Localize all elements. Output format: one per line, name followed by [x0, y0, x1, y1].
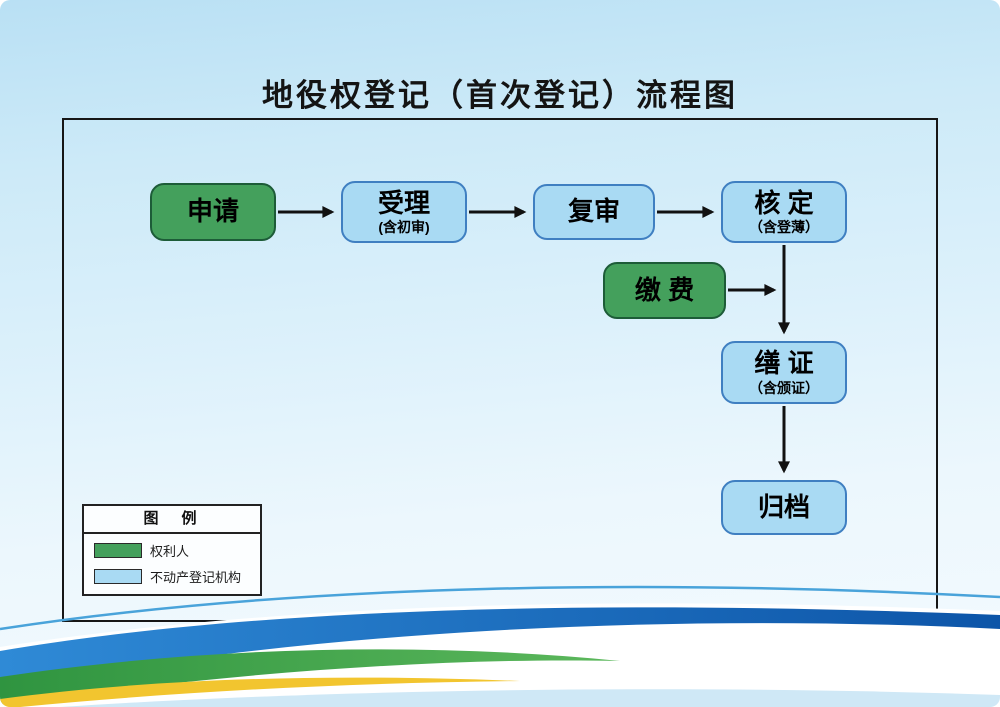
flow-node-pay: 缴 费 — [603, 262, 726, 319]
flow-node-accept-label: 受理 — [377, 187, 430, 218]
flow-node-archive: 归档 — [721, 480, 847, 535]
wave-pale-strip — [60, 689, 1000, 707]
flow-node-accept: 受理 (含初审) — [341, 181, 467, 243]
flow-node-verify-sublabel: （含登薄） — [749, 219, 819, 236]
page-title: 地役权登记（首次登记）流程图 — [262, 78, 738, 113]
legend-label-agency: 不动产登记机构 — [150, 570, 242, 585]
flow-node-verify: 核 定 （含登薄） — [721, 181, 847, 243]
flow-node-review-label: 复审 — [567, 196, 620, 227]
flow-node-apply-label: 申请 — [186, 196, 239, 227]
flow-node-accept-sublabel: (含初审) — [378, 219, 430, 236]
flow-node-archive-label: 归档 — [757, 491, 810, 522]
wave-thin-line — [0, 585, 1000, 631]
legend-item-agency: 不动产登记机构 — [84, 560, 260, 586]
flow-node-issue: 缮 证 （含颁证） — [721, 341, 847, 404]
flow-node-review: 复审 — [533, 184, 655, 240]
legend-swatch-agency — [94, 569, 142, 584]
flow-node-pay-label: 缴 费 — [634, 274, 695, 305]
wave-blue-ribbon — [0, 607, 1000, 689]
legend: 图 例 权利人 不动产登记机构 — [82, 504, 262, 596]
flow-node-verify-label: 核 定 — [754, 187, 814, 218]
legend-item-applicant: 权利人 — [84, 534, 260, 560]
legend-label-applicant: 权利人 — [150, 544, 190, 559]
legend-swatch-applicant — [94, 543, 142, 558]
flow-node-apply: 申请 — [150, 183, 276, 241]
bottom-wave-decoration — [0, 585, 1000, 707]
wave-green-ribbon — [0, 649, 620, 705]
flow-node-issue-sublabel: （含颁证） — [749, 379, 819, 396]
legend-title: 图 例 — [84, 506, 260, 534]
flow-node-issue-label: 缮 证 — [754, 348, 814, 378]
wave-yellow-ribbon — [0, 677, 520, 707]
